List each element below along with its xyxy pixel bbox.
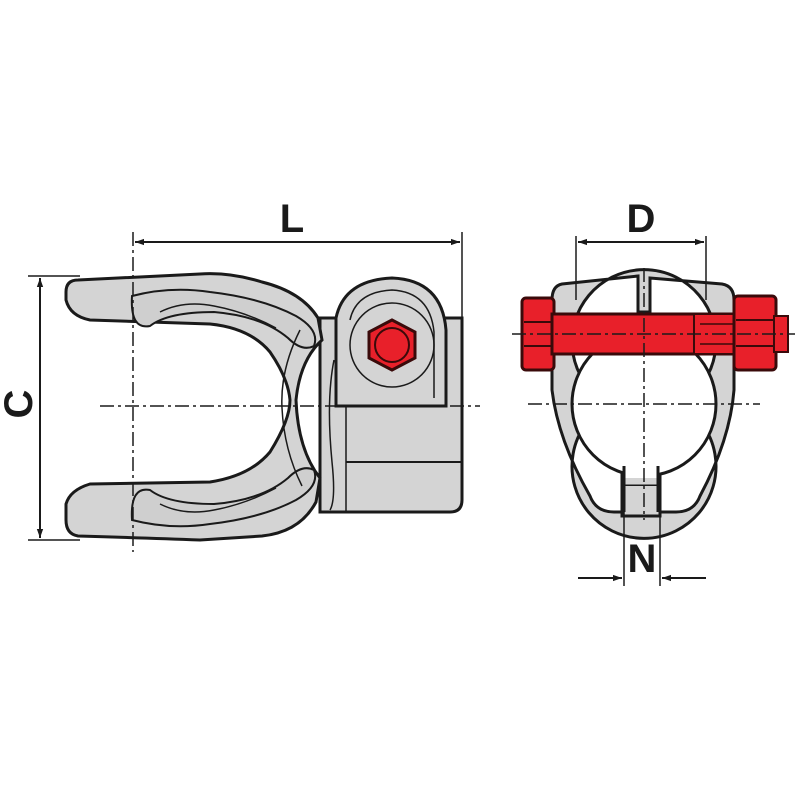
dimension-l: L	[135, 197, 463, 318]
dimension-d: D	[575, 197, 707, 300]
dimension-label-l: L	[280, 197, 304, 241]
dimension-label-c: C	[0, 390, 41, 419]
front-view: D N	[512, 197, 795, 586]
dimension-n: N	[578, 500, 706, 586]
dimension-label-d: D	[627, 197, 656, 241]
side-view: L C	[0, 197, 480, 552]
bolt-nut	[732, 294, 778, 372]
yoke-fork	[64, 272, 324, 542]
dimension-label-n: N	[628, 537, 657, 581]
dimension-c: C	[0, 275, 80, 541]
bolt-head	[349, 302, 435, 388]
